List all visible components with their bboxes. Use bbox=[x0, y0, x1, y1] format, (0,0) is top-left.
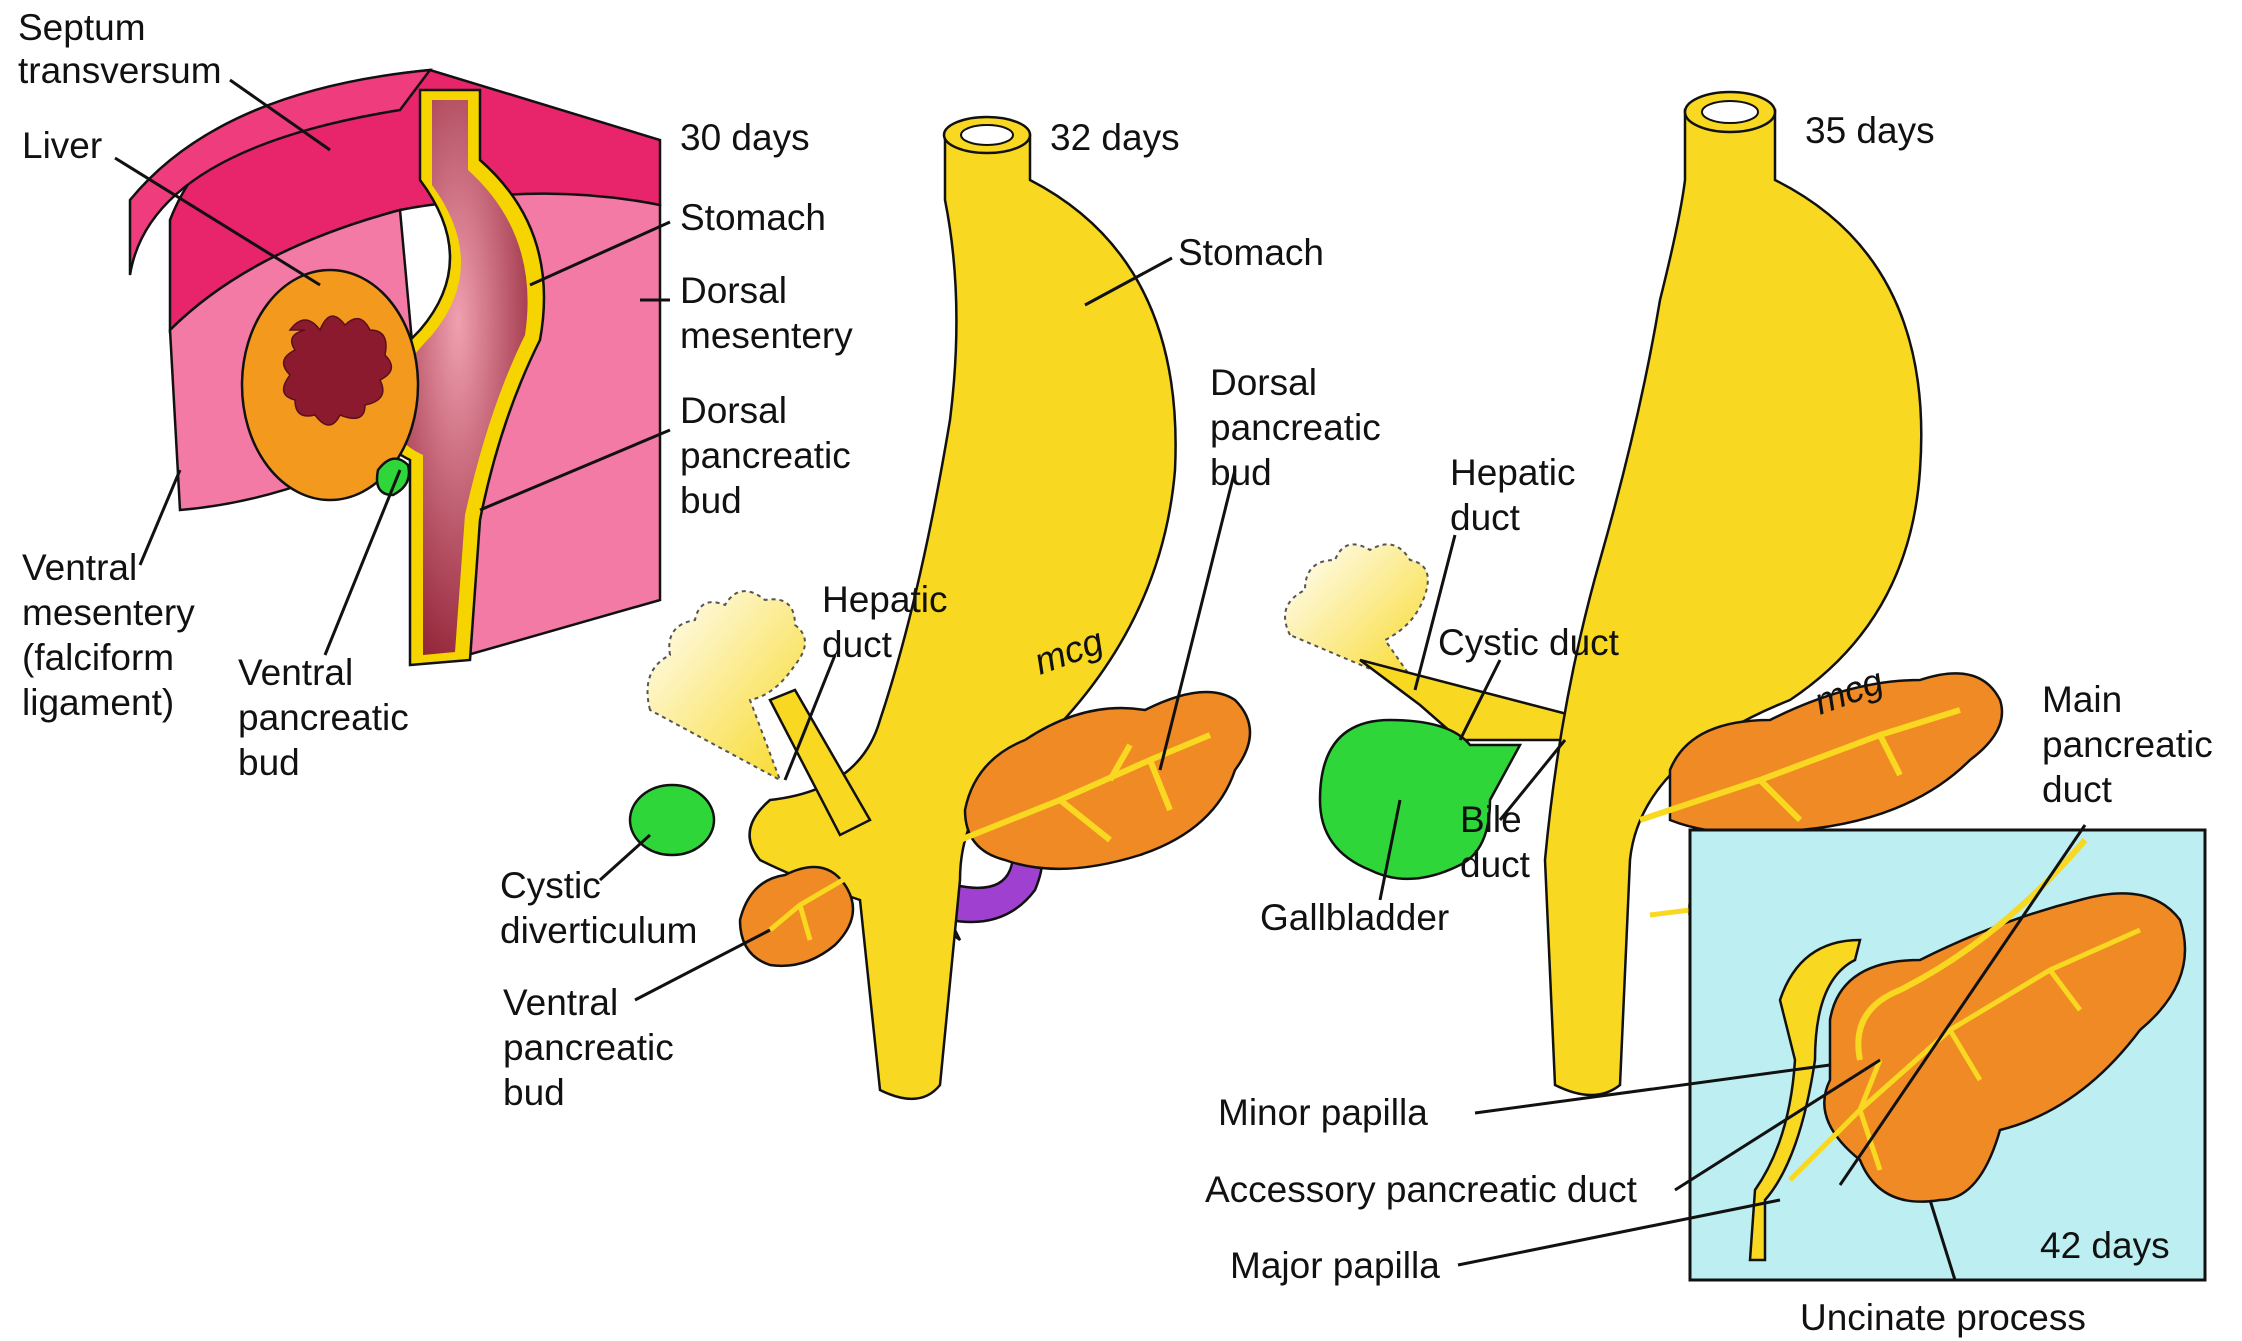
stage-label-35: 35 days bbox=[1805, 110, 1935, 151]
label-cystic-div-2: diverticulum bbox=[500, 910, 697, 951]
label-accessory-pd: Accessory pancreatic duct bbox=[1205, 1169, 1638, 1210]
label-dpb30-3: bud bbox=[680, 480, 742, 521]
label-major-papilla: Major papilla bbox=[1230, 1245, 1440, 1286]
label-stomach-32: Stomach bbox=[1178, 232, 1324, 273]
label-hepatic35-2: duct bbox=[1450, 497, 1521, 538]
label-cystic-duct: Cystic duct bbox=[1438, 622, 1620, 663]
label-hepatic32-2: duct bbox=[822, 624, 893, 665]
label-hepatic35-1: Hepatic bbox=[1450, 452, 1575, 493]
label-vmes-2: mesentery bbox=[22, 592, 195, 633]
hepatic-tree-32 bbox=[648, 591, 806, 780]
label-vmes-4: ligament) bbox=[22, 682, 174, 723]
label-cystic-div-1: Cystic bbox=[500, 865, 601, 906]
stage-label-30: 30 days bbox=[680, 117, 810, 158]
label-vmes-3: (falciform bbox=[22, 637, 174, 678]
label-dpb32-3: bud bbox=[1210, 452, 1272, 493]
label-main-pd-2: pancreatic bbox=[2042, 724, 2213, 765]
label-dpb32-1: Dorsal bbox=[1210, 362, 1317, 403]
label-main-pd-3: duct bbox=[2042, 769, 2113, 810]
label-minor-papilla: Minor papilla bbox=[1218, 1092, 1428, 1133]
cystic-diverticulum bbox=[630, 785, 714, 855]
label-vpb32-2: pancreatic bbox=[503, 1027, 674, 1068]
label-uncinate: Uncinate process bbox=[1800, 1297, 2086, 1338]
label-vpb30-2: pancreatic bbox=[238, 697, 409, 738]
label-liver: Liver bbox=[22, 125, 102, 166]
stage-label-42: 42 days bbox=[2040, 1225, 2170, 1266]
label-septum-2: transversum bbox=[18, 50, 222, 91]
label-vpb30-3: bud bbox=[238, 742, 300, 783]
label-hepatic32-1: Hepatic bbox=[822, 579, 947, 620]
label-dorsal-mes-2: mesentery bbox=[680, 315, 853, 356]
leader-cystic-div bbox=[600, 835, 650, 880]
label-dpb30-2: pancreatic bbox=[680, 435, 851, 476]
label-dorsal-mes-1: Dorsal bbox=[680, 270, 787, 311]
label-bile-2: duct bbox=[1460, 844, 1531, 885]
label-dpb32-2: pancreatic bbox=[1210, 407, 1381, 448]
leader-vmes bbox=[140, 470, 180, 565]
label-septum-1: Septum bbox=[18, 7, 146, 48]
label-bile-1: Bile bbox=[1460, 799, 1522, 840]
label-vpb30-1: Ventral bbox=[238, 652, 353, 693]
gut-lumen-opening-35 bbox=[1702, 101, 1758, 123]
stage-30-days-drawing bbox=[130, 70, 660, 665]
label-vpb32-1: Ventral bbox=[503, 982, 618, 1023]
label-gallbladder: Gallbladder bbox=[1260, 897, 1449, 938]
label-vmes-1: Ventral bbox=[22, 547, 137, 588]
label-vpb32-3: bud bbox=[503, 1072, 565, 1113]
hepatic-tree-35 bbox=[1285, 544, 1428, 690]
leader-hepatic-35 bbox=[1415, 535, 1455, 690]
label-main-pd-1: Main bbox=[2042, 679, 2122, 720]
stage-label-32: 32 days bbox=[1050, 117, 1180, 158]
label-stomach-30: Stomach bbox=[680, 197, 826, 238]
inset-42-days bbox=[1690, 830, 2205, 1280]
gut-lumen-opening-32 bbox=[961, 125, 1013, 145]
label-dpb30-1: Dorsal bbox=[680, 390, 787, 431]
